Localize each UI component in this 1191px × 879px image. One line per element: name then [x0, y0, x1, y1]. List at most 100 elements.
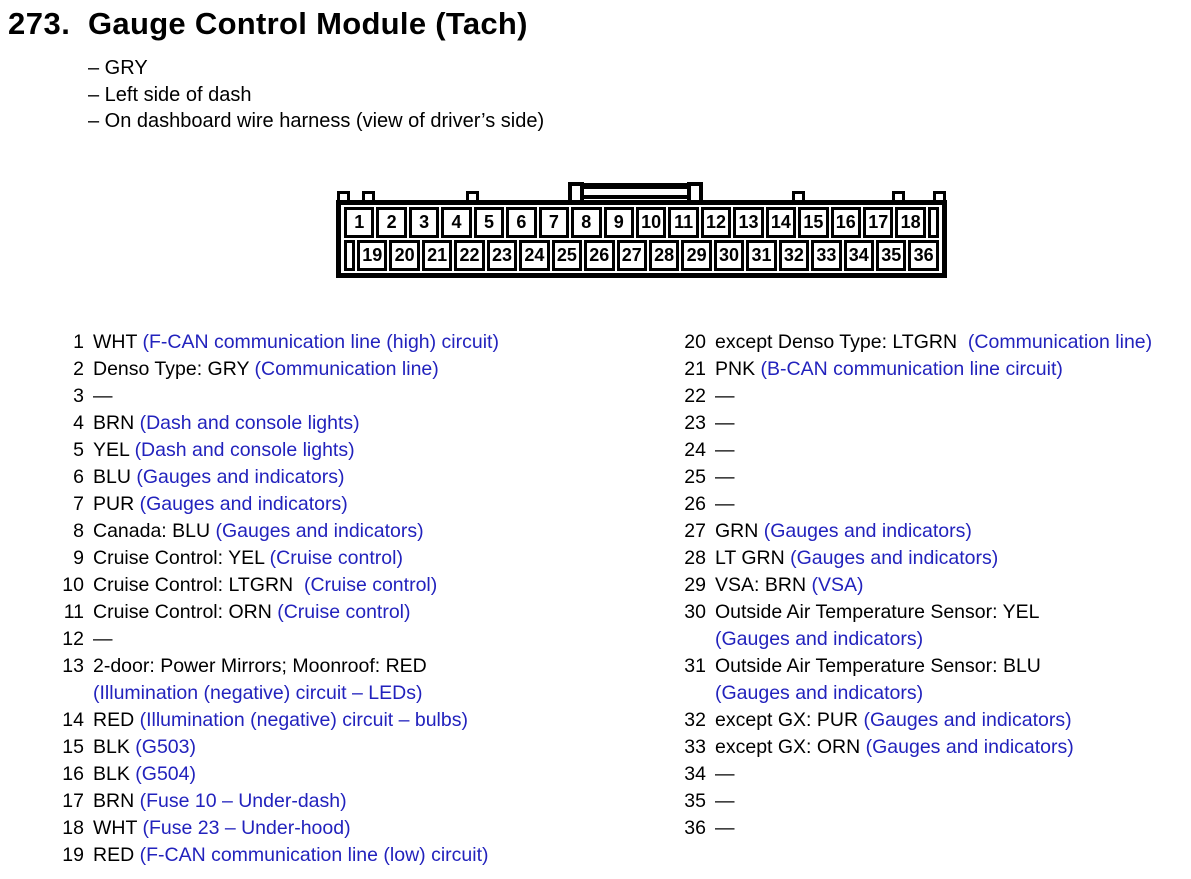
connector-pin-cell: 27 [616, 240, 647, 271]
pin-circuit-link[interactable]: (Dash and console lights) [134, 439, 355, 461]
pin-wire-label: BLK [93, 763, 130, 785]
page-number: 273. [8, 6, 71, 41]
connector-pin-cell: 7 [538, 207, 570, 238]
pin-circuit-link[interactable]: (Illumination (negative) circuit – LEDs) [93, 682, 423, 704]
pin-number: 33 [684, 736, 706, 758]
pin-number: 34 [684, 763, 706, 785]
pin-number: 19 [62, 844, 84, 866]
pin-circuit-link[interactable]: (F-CAN communication line (high) circuit… [142, 331, 499, 353]
pin-circuit-link[interactable]: (Illumination (negative) circuit – bulbs… [139, 709, 468, 731]
pin-circuit-link[interactable]: (B-CAN communication line circuit) [760, 358, 1063, 380]
pin-circuit-link[interactable]: (Gauges and indicators) [790, 547, 999, 569]
pin-number: 17 [62, 790, 84, 812]
pin-wire-label: Denso Type: GRY [93, 358, 250, 380]
pin-description: Canada: BLU (Gauges and indicators) [93, 518, 616, 545]
pin-description: RED (Illumination (negative) circuit – b… [93, 707, 616, 734]
pin-description: WHT (Fuse 23 – Under-hood) [93, 815, 616, 842]
pin-description: GRN (Gauges and indicators) [715, 518, 1187, 545]
connector-pin-cell: 10 [635, 207, 667, 238]
connector-pin-cell: 21 [421, 240, 453, 271]
connector-pin-cell: 34 [843, 240, 874, 271]
connector-pin-cell: 24 [519, 240, 550, 271]
pin-description: 2-door: Power Mirrors; Moonroof: RED (Ill… [93, 653, 616, 707]
pin-number: 9 [73, 547, 84, 569]
pin-circuit-link[interactable]: (G504) [135, 763, 196, 785]
pin-circuit-link[interactable]: (Gauges and indicators) [139, 493, 348, 515]
connector-pin-cell: 18 [895, 207, 926, 238]
connector-blank-cell [344, 240, 355, 271]
pin-description: Cruise Control: YEL (Cruise control) [93, 545, 616, 572]
pin-description: Denso Type: GRY (Communication line) [93, 356, 616, 383]
pin-number: 8 [73, 520, 84, 542]
connector-pin-cell: 14 [765, 207, 797, 238]
pin-description: Cruise Control: ORN (Cruise control) [93, 599, 616, 626]
pin-row: 23— [672, 410, 1187, 437]
pin-circuit-link[interactable]: (Gauges and indicators) [215, 520, 424, 542]
pin-circuit-link[interactable]: (Gauges and indicators) [715, 682, 924, 704]
pin-description: except Denso Type: LTGRN (Communication … [715, 329, 1187, 356]
pin-number: 12 [62, 628, 84, 650]
pin-number: 21 [684, 358, 706, 380]
connector-pin-cell: 17 [863, 207, 894, 238]
connector-pin-cell: 4 [441, 207, 472, 238]
pin-circuit-link[interactable]: (Dash and console lights) [139, 412, 360, 434]
pin-row: 35— [672, 788, 1187, 815]
pin-description: BLK (G504) [93, 761, 616, 788]
pin-wire-label: GRN [715, 520, 759, 542]
pin-circuit-link[interactable]: (Gauges and indicators) [863, 709, 1072, 731]
pin-number: 20 [684, 331, 706, 353]
pin-number: 30 [684, 601, 706, 623]
pin-circuit-link[interactable]: (F-CAN communication line (low) circuit) [139, 844, 489, 866]
pin-row: 21 PNK (B-CAN communication line circuit) [672, 356, 1187, 383]
pin-circuit-link[interactable]: (Gauges and indicators) [865, 736, 1074, 758]
pin-circuit-link[interactable]: (VSA) [811, 574, 864, 596]
pin-circuit-link[interactable]: (Fuse 23 – Under-hood) [142, 817, 351, 839]
pin-circuit-link[interactable]: (Communication line) [967, 331, 1153, 353]
connector-pin-cell: 2 [376, 207, 407, 238]
pin-circuit-link[interactable]: (Gauges and indicators) [715, 628, 924, 650]
pin-circuit-link[interactable]: (Fuse 10 – Under-dash) [139, 790, 347, 812]
pin-description: PNK (B-CAN communication line circuit) [715, 356, 1187, 383]
pin-circuit-link[interactable]: (Gauges and indicators) [136, 466, 345, 488]
pin-number: 27 [684, 520, 706, 542]
pin-description: VSA: BRN (VSA) [715, 572, 1187, 599]
pin-wire-label: PUR [93, 493, 135, 515]
connector-pin-cell: 8 [571, 207, 602, 238]
pin-number: 10 [62, 574, 84, 596]
pin-circuit-link[interactable]: (Communication line) [254, 358, 439, 380]
pin-circuit-link[interactable]: (Cruise control) [277, 601, 411, 623]
pin-wire-label: — [715, 790, 735, 812]
pin-circuit-link[interactable]: (Cruise control) [303, 574, 438, 596]
connector-blank-cell [927, 207, 939, 238]
pin-wire-label: 2-door: Power Mirrors; Moonroof: RED [93, 655, 427, 677]
pin-number: 15 [62, 736, 84, 758]
connector-latch-bar [576, 183, 703, 199]
pin-description: WHT (F-CAN communication line (high) cir… [93, 329, 616, 356]
pin-row: 3— [50, 383, 616, 410]
pin-row: 9 Cruise Control: YEL (Cruise control) [50, 545, 616, 572]
connector-pin-cell: 31 [746, 240, 777, 271]
pin-circuit-link[interactable]: (Gauges and indicators) [763, 520, 972, 542]
pin-row: 27 GRN (Gauges and indicators) [672, 518, 1187, 545]
pin-description: YEL (Dash and console lights) [93, 437, 616, 464]
connector-pin-cell: 20 [389, 240, 420, 271]
pin-circuit-link[interactable]: (G503) [135, 736, 196, 758]
connector-pin-cell: 5 [473, 207, 505, 238]
connector-pin-cell: 28 [648, 240, 680, 271]
pin-wire-label: except Denso Type: LTGRN [715, 331, 963, 353]
pin-circuit-link[interactable]: (Cruise control) [269, 547, 403, 569]
pin-row: 22— [672, 383, 1187, 410]
pin-row: 20 except Denso Type: LTGRN (Communicatio… [672, 329, 1187, 356]
